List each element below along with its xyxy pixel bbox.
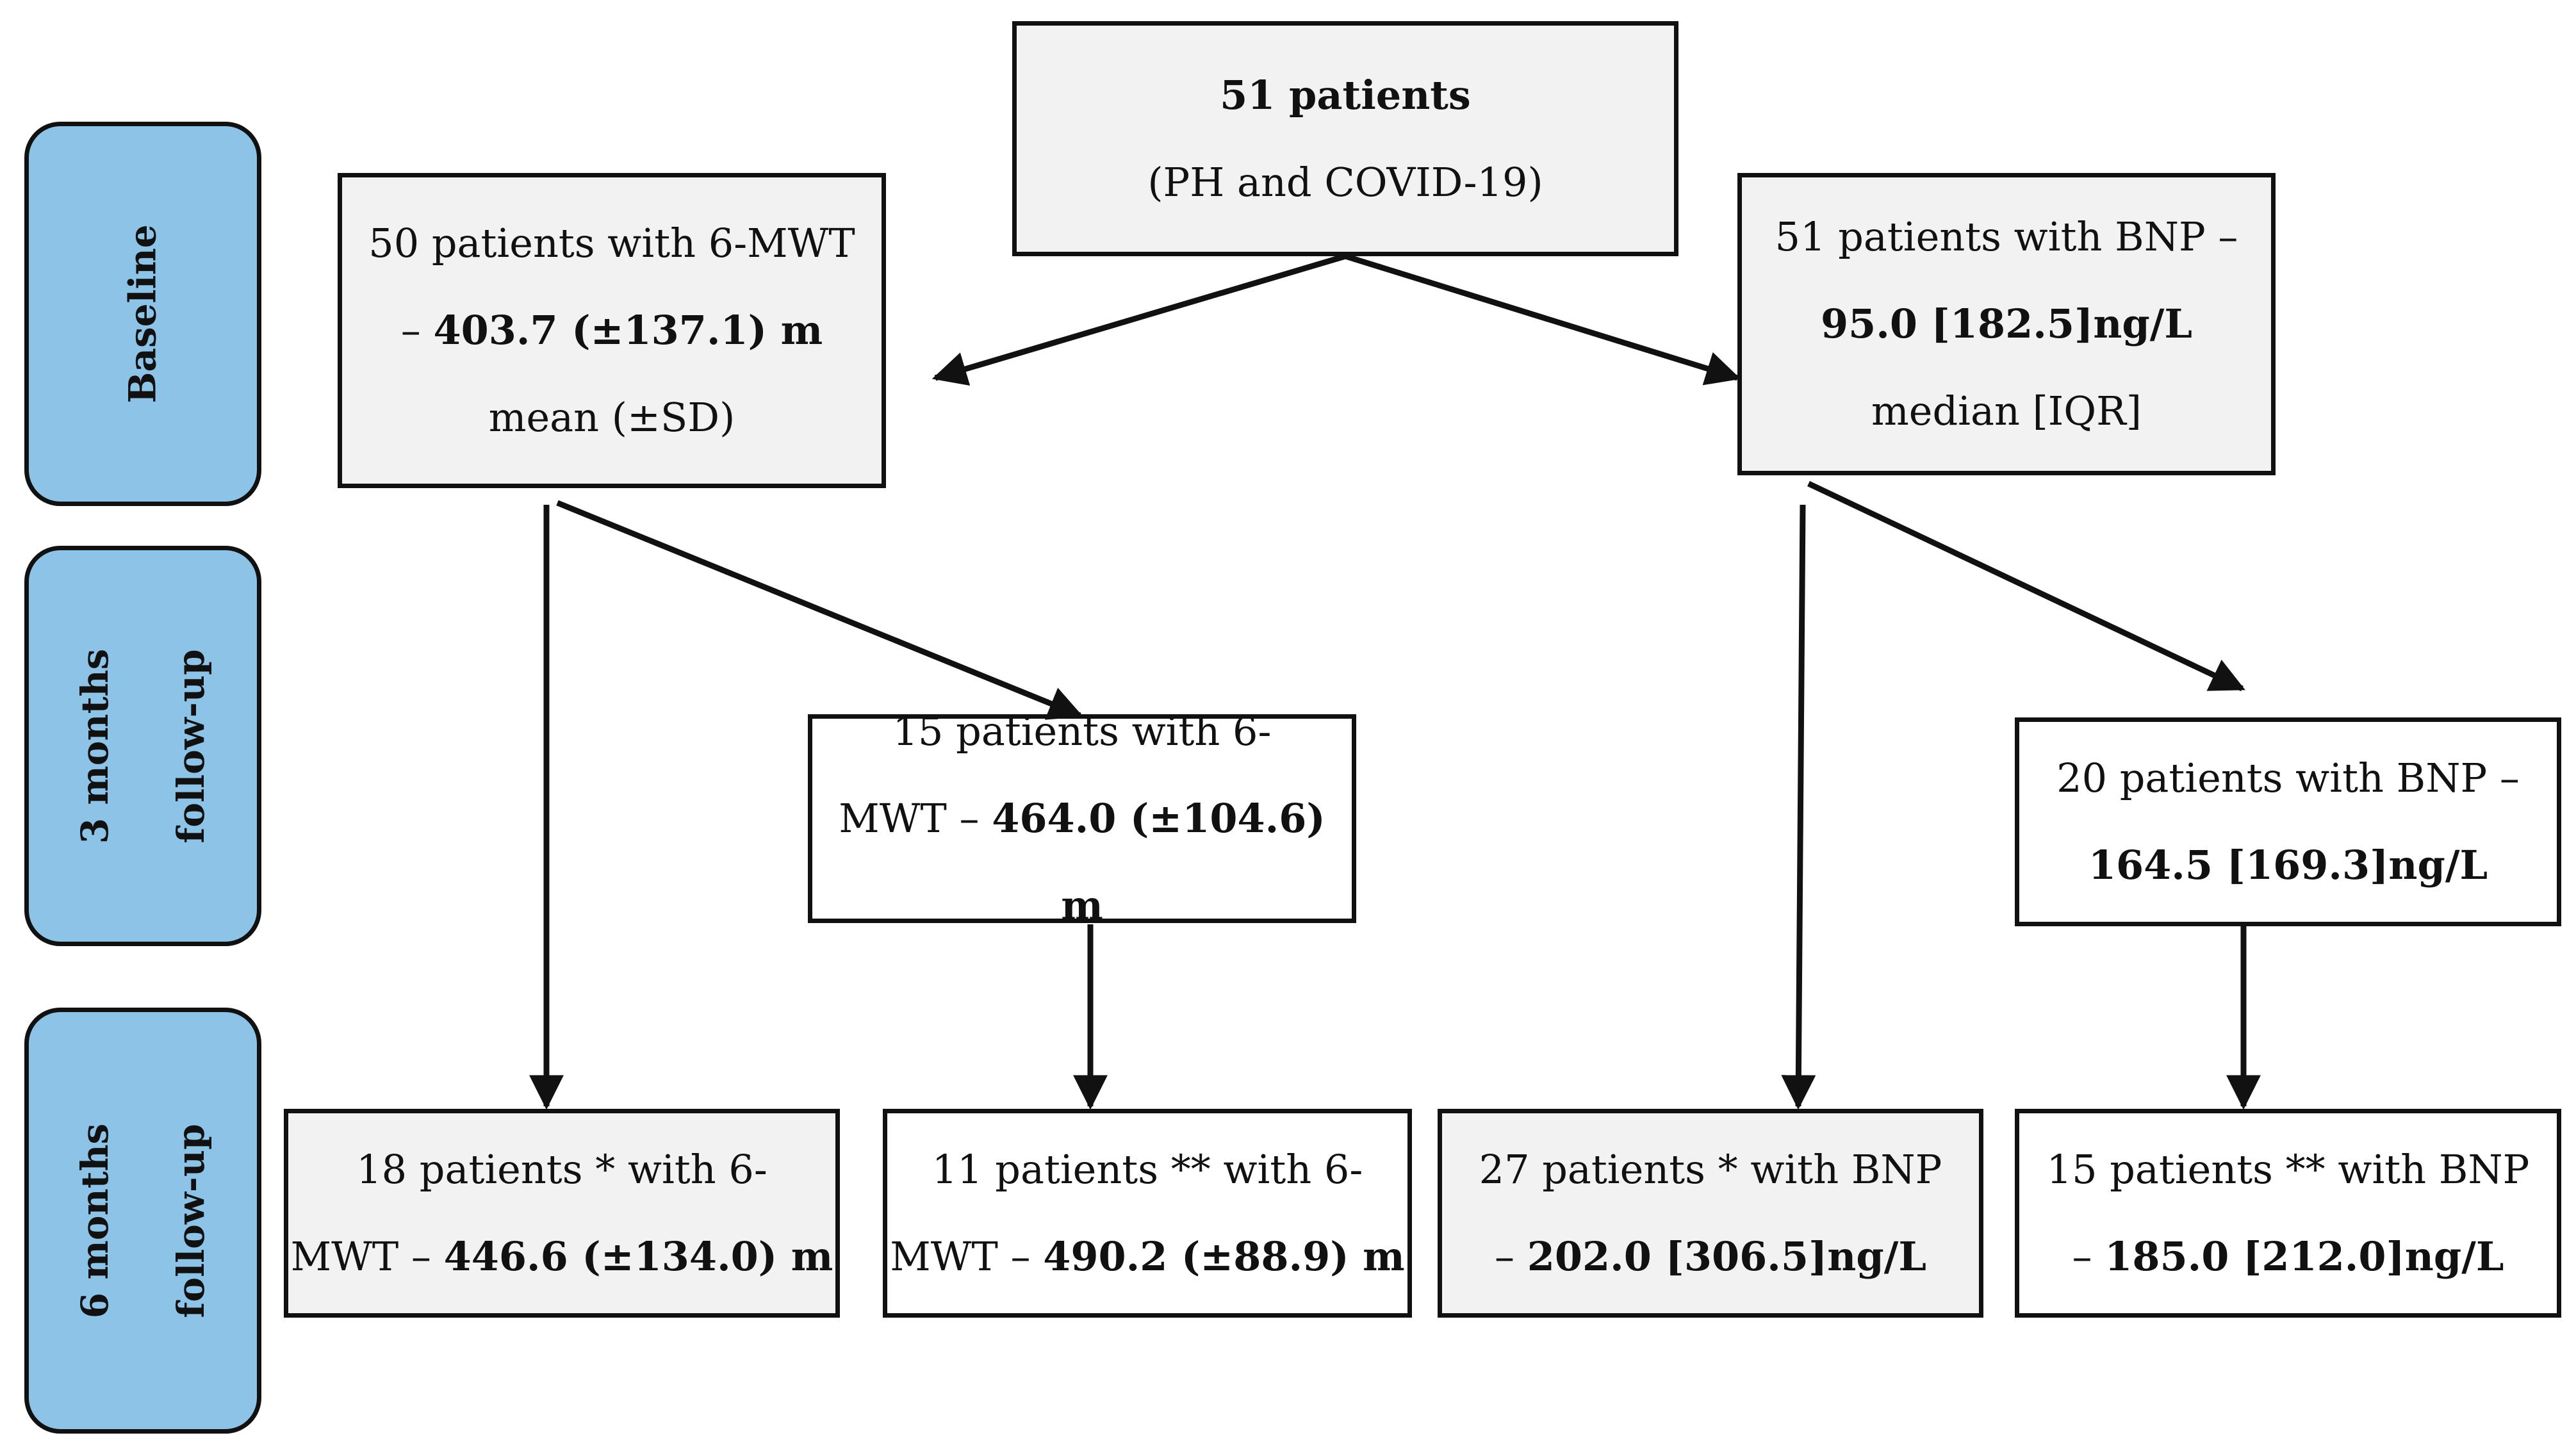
arrow-baseline-bnp-to-6m-a bbox=[1781, 504, 1816, 1110]
box-baseline-6mwt: 50 patients with 6-MWT – 403.7 (±137.1) … bbox=[338, 173, 886, 488]
phase-baseline: Baseline bbox=[24, 122, 261, 506]
6m-bnp-b-line1: 15 patients ** with BNP bbox=[2046, 1146, 2530, 1193]
arrow-top-to-baseline-bnp bbox=[1344, 253, 1741, 386]
3m-6mwt-line2: MWT – 464.0 (±104.6) m bbox=[839, 795, 1325, 929]
box-6m-bnp-b: 15 patients ** with BNP – 185.0 [212.0]n… bbox=[2015, 1109, 2561, 1318]
3m-bnp-line2: 164.5 [169.3]ng/L bbox=[2088, 842, 2488, 888]
6m-6mwt-b-line2: MWT – 490.2 (±88.9) m bbox=[890, 1233, 1405, 1280]
total-patients-line1: 51 patients bbox=[1220, 71, 1471, 119]
phase-3-months: 3 months follow-up bbox=[24, 546, 261, 946]
total-patients-line2: (PH and COVID-19) bbox=[1147, 158, 1543, 206]
arrow-top-to-baseline-6mwt bbox=[931, 253, 1347, 386]
baseline-bnp-line1: 51 patients with BNP – bbox=[1775, 213, 2238, 260]
6m-6mwt-a-line2: MWT – 446.6 (±134.0) m bbox=[290, 1233, 833, 1280]
baseline-6mwt-line3: mean (±SD) bbox=[488, 394, 735, 441]
box-3m-bnp: 20 patients with BNP – 164.5 [169.3]ng/L bbox=[2015, 717, 2561, 926]
box-6m-6mwt-b: 11 patients ** with 6- MWT – 490.2 (±88.… bbox=[883, 1109, 1412, 1318]
6m-bnp-b-line2: – 185.0 [212.0]ng/L bbox=[2072, 1233, 2504, 1280]
3m-bnp-line1: 20 patients with BNP – bbox=[2056, 755, 2520, 801]
phase-6-months: 6 months follow-up bbox=[24, 1008, 261, 1434]
6m-bnp-a-line1: 27 patients * with BNP bbox=[1479, 1146, 1942, 1193]
baseline-bnp-line2: 95.0 [182.5]ng/L bbox=[1820, 300, 2193, 347]
6m-6mwt-b-line1: 11 patients ** with 6- bbox=[931, 1146, 1363, 1193]
box-6m-bnp-a: 27 patients * with BNP – 202.0 [306.5]ng… bbox=[1438, 1109, 1983, 1318]
baseline-6mwt-line2: – 403.7 (±137.1) m bbox=[400, 307, 823, 354]
arrow-baseline-6mwt-to-3m bbox=[556, 500, 1084, 720]
box-6m-6mwt-a: 18 patients * with 6- MWT – 446.6 (±134.… bbox=[284, 1109, 840, 1318]
baseline-bnp-line3: median [IQR] bbox=[1871, 388, 2142, 434]
6m-6mwt-a-line1: 18 patients * with 6- bbox=[356, 1146, 767, 1193]
box-total-patients: 51 patients (PH and COVID-19) bbox=[1012, 21, 1678, 256]
arrow-baseline-bnp-to-3m bbox=[1807, 480, 2245, 692]
6m-bnp-a-line2: – 202.0 [306.5]ng/L bbox=[1495, 1233, 1926, 1280]
box-baseline-bnp: 51 patients with BNP – 95.0 [182.5]ng/L … bbox=[1737, 173, 2276, 475]
baseline-6mwt-line1: 50 patients with 6-MWT bbox=[368, 220, 855, 266]
